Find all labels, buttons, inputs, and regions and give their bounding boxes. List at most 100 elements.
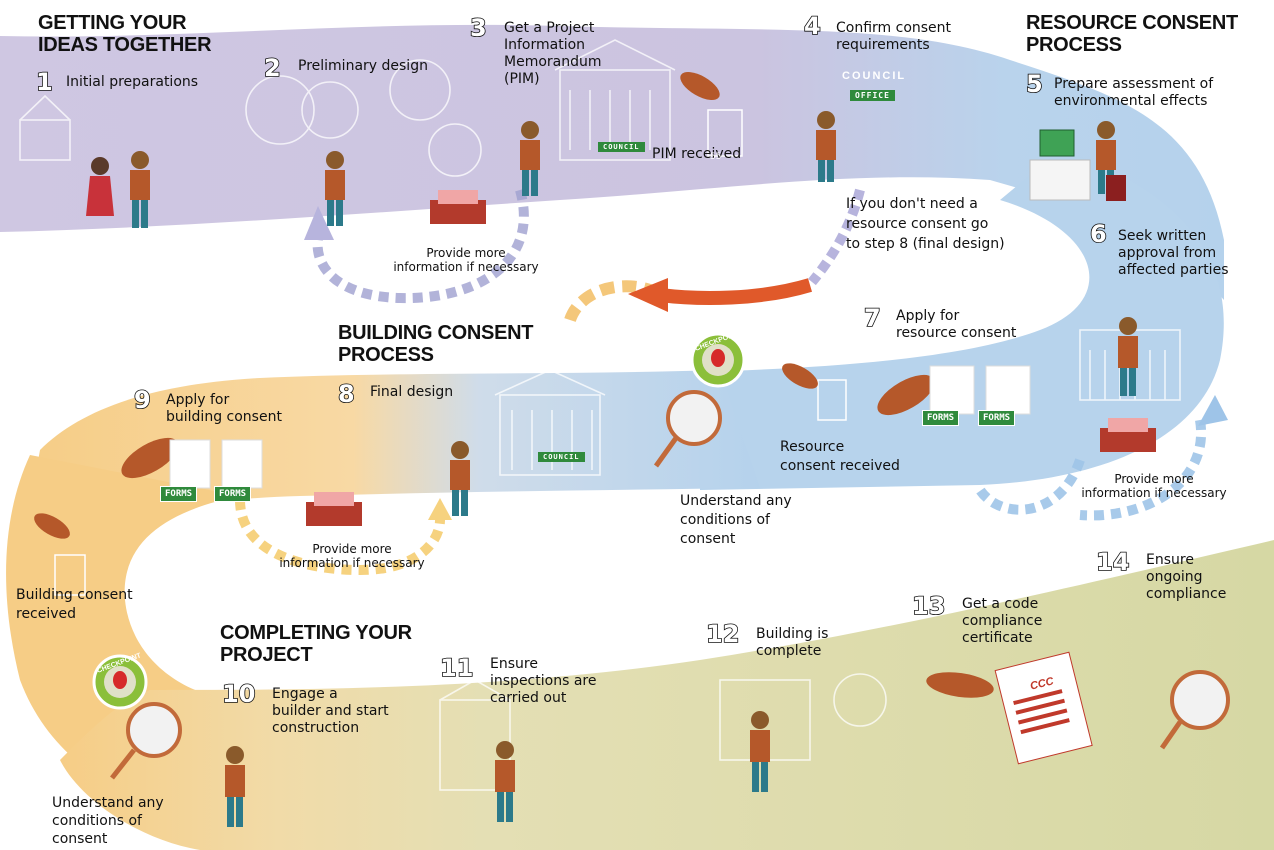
heading-completing-line-1: COMPLETING YOUR <box>220 622 412 644</box>
note-skip-line-1: If you don't need a <box>846 196 978 212</box>
heading-resource-line-1: RESOURCE CONSENT <box>1026 12 1238 34</box>
more-info-middle-line-1: Provide more <box>312 542 392 556</box>
note-understand-1-line-2: conditions of <box>680 512 770 528</box>
mailbox-icons <box>34 72 994 698</box>
step-4-line-1: Confirm consent <box>836 20 952 36</box>
step-1-label: Initial preparations <box>66 74 198 91</box>
note-understand-conditions-2: Understand any conditions of consent <box>52 794 164 848</box>
step-12-number: 12 <box>705 620 740 648</box>
step-8-number: 8 <box>337 380 355 408</box>
step-8-line-1: Final design <box>370 384 454 400</box>
note-resource-received-line-2: consent received <box>780 458 900 474</box>
step-14-line-1: Ensure <box>1146 552 1194 568</box>
heading-resource: RESOURCE CONSENT PROCESS <box>1026 12 1238 56</box>
more-info-top-line-1: Provide more <box>426 246 506 260</box>
note-building-received-line-1: Building consent <box>16 587 133 603</box>
band-ideas <box>0 24 1224 300</box>
step-9-label: Apply for building consent <box>166 392 282 426</box>
people-figures <box>86 111 1138 827</box>
arrow-back-top <box>304 206 334 240</box>
office-sign: OFFICE <box>850 90 895 101</box>
step-10-line-2: builder and start <box>272 703 389 719</box>
note-understand-1-line-1: Understand any <box>680 493 792 509</box>
step-13-label: Get a code compliance certificate <box>962 596 1042 647</box>
step-6-line-1: Seek written <box>1118 228 1207 244</box>
step-4-line-2: requirements <box>836 37 930 53</box>
step-3-number: 3 <box>469 14 487 42</box>
step-11-number: 11 <box>439 654 474 682</box>
step-3-line-3: Memorandum <box>504 54 602 70</box>
more-info-top-line-2: information if necessary <box>393 260 539 274</box>
heading-ideas-line-1: GETTING YOUR <box>38 12 187 34</box>
heading-resource-line-2: PROCESS <box>1026 34 1122 56</box>
more-info-middle-line-2: information if necessary <box>279 556 425 570</box>
mailbox-number-1: 55 <box>710 152 722 162</box>
step-10-line-1: Engage a <box>272 686 338 702</box>
step-2-label: Preliminary design <box>298 58 428 75</box>
note-understand-2-line-2: conditions of <box>52 813 142 829</box>
note-skip-line-3: to step 8 (final design) <box>846 236 1005 252</box>
council-sign-a: COUNCIL <box>598 142 645 152</box>
step-9-line-1: Apply for <box>166 392 230 408</box>
step-5-label: Prepare assessment of environmental effe… <box>1054 76 1213 110</box>
step-5-line-2: environmental effects <box>1054 93 1208 109</box>
desk-computer <box>1029 129 1126 201</box>
step-13-line-2: compliance <box>962 613 1043 629</box>
note-resource-received: Resource consent received <box>780 438 900 476</box>
band-resource <box>700 150 1224 490</box>
step-7-line-2: resource consent <box>896 325 1017 341</box>
forms-label-3: FORMS <box>922 410 960 426</box>
heading-building-line-2: PROCESS <box>338 344 434 366</box>
step-6-line-3: affected parties <box>1118 262 1229 278</box>
step-7-number: 7 <box>863 304 881 332</box>
council-sign-b: COUNCIL <box>538 452 585 462</box>
band-building <box>20 370 760 560</box>
note-building-received-line-2: received <box>16 606 77 622</box>
step-13-line-1: Get a code <box>962 596 1039 612</box>
heading-building-line-1: BUILDING CONSENT <box>338 322 534 344</box>
heading-completing: COMPLETING YOUR PROJECT <box>220 622 412 666</box>
forms-label-4: FORMS <box>978 410 1016 426</box>
step-3-label: Get a Project Information Memorandum (PI… <box>504 20 602 88</box>
note-resource-received-line-1: Resource <box>780 439 845 455</box>
arrow-back-middle <box>428 498 452 520</box>
more-info-top: Provide more information if necessary <box>386 246 546 274</box>
step-14-line-2: ongoing <box>1146 569 1203 585</box>
step-14-line-3: compliance <box>1146 586 1227 602</box>
step-10-line-3: construction <box>272 720 360 736</box>
step-7-label: Apply for resource consent <box>896 308 1016 342</box>
step-8-label: Final design <box>370 384 453 401</box>
step-6-number: 6 <box>1089 220 1107 248</box>
step-9-line-2: building consent <box>166 409 282 425</box>
note-skip-line-2: resource consent go <box>846 216 989 232</box>
step-3-line-1: Get a Project <box>504 20 595 36</box>
printer-icons <box>306 190 1156 526</box>
note-pim-received: PIM received <box>652 146 742 162</box>
note-understand-conditions-1: Understand any conditions of consent <box>680 492 792 549</box>
step-4-number: 4 <box>803 12 821 40</box>
step-11-line-3: carried out <box>490 690 567 706</box>
forms-label-1: FORMS <box>160 486 198 502</box>
note-understand-2-line-1: Understand any <box>52 795 164 811</box>
step-14-number: 14 <box>1095 548 1130 576</box>
step-1-number: 1 <box>35 68 53 96</box>
step-4-label: Confirm consent requirements <box>836 20 951 54</box>
form-sheets <box>169 365 1031 489</box>
more-info-right-line-2: information if necessary <box>1081 486 1227 500</box>
step-6-line-2: approval from <box>1118 245 1217 261</box>
band-completing <box>60 540 1274 850</box>
checkpoint-icons <box>92 332 1230 780</box>
step-7-line-1: Apply for <box>896 308 960 324</box>
more-info-middle: Provide more information if necessary <box>262 542 442 570</box>
more-info-right-line-1: Provide more <box>1114 472 1194 486</box>
heading-ideas-line-2: IDEAS TOGETHER <box>38 34 212 56</box>
step-5-line-1: Prepare assessment of <box>1054 76 1214 92</box>
step-13-number: 13 <box>911 592 946 620</box>
step-6-label: Seek written approval from affected part… <box>1118 228 1228 279</box>
ccc-certificate <box>994 651 1093 765</box>
step-9-number: 9 <box>133 386 151 414</box>
step-1-line-1: Initial preparations <box>66 74 199 90</box>
note-understand-1-line-3: consent <box>680 531 736 547</box>
